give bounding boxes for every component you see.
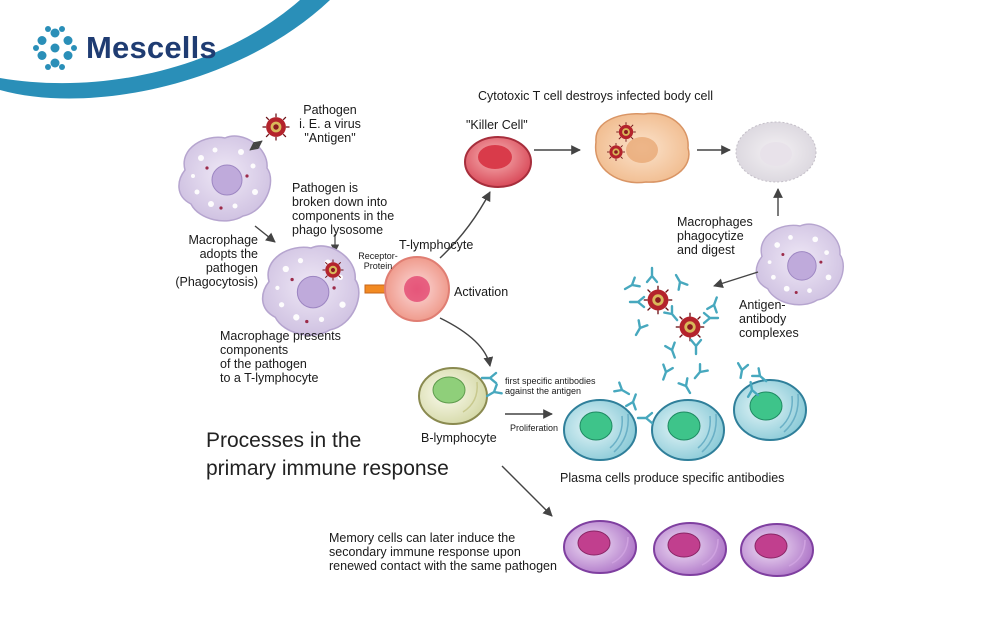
memory-cell-3 bbox=[740, 523, 814, 577]
label-receptor-protein: Receptor- Protein bbox=[358, 251, 398, 271]
diagram-title: Processes in the primary immune response bbox=[206, 429, 449, 480]
label-macrophage-adopts: Macrophage adopts the pathogen (Phagocyt… bbox=[175, 233, 258, 289]
label-macrophages-phagocytize: Macrophages phagocytize and digest bbox=[677, 215, 753, 257]
infected-body-cell bbox=[594, 112, 690, 184]
destroyed-cell bbox=[735, 121, 817, 183]
plasma-cell-1 bbox=[563, 399, 637, 461]
presenting-macrophage bbox=[261, 245, 360, 336]
killer-cell bbox=[464, 136, 532, 188]
label-antigen-antibody: Antigen- antibody complexes bbox=[739, 298, 799, 340]
header-swoosh bbox=[0, 0, 330, 99]
label-plasma-cells: Plasma cells produce specific antibodies bbox=[560, 471, 785, 485]
memory-cell-1 bbox=[563, 520, 637, 574]
label-pathogen: Pathogen i. E. a virus "Antigen" bbox=[299, 103, 361, 145]
label-macrophage-presents: Macrophage presents components of the pa… bbox=[220, 329, 341, 385]
macrophage-cell bbox=[178, 135, 272, 222]
label-memory-cells: Memory cells can later induce the second… bbox=[329, 531, 557, 573]
label-t-lymphocyte: T-lymphocyte bbox=[399, 238, 474, 252]
brand-name[interactable]: Mescells bbox=[86, 30, 217, 65]
molecule-ring-icon bbox=[33, 26, 77, 70]
label-cytotoxic: Cytotoxic T cell destroys infected body … bbox=[478, 89, 714, 103]
label-b-lymphocyte: B-lymphocyte bbox=[421, 431, 497, 445]
b-lymphocyte-cell bbox=[418, 367, 488, 425]
label-pathogen-broken: Pathogen is broken down into components … bbox=[292, 181, 395, 237]
phagolysosome-virus bbox=[322, 259, 344, 281]
label-proliferation: Proliferation bbox=[510, 423, 559, 433]
antigen-antibody-complexes bbox=[621, 266, 723, 361]
receptor-protein bbox=[364, 284, 386, 294]
digesting-macrophage bbox=[755, 223, 844, 306]
label-first-antibodies: first specific antibodies against the an… bbox=[505, 376, 596, 396]
memory-cell-2 bbox=[653, 522, 727, 576]
plasma-cell-2 bbox=[651, 399, 725, 461]
label-activation: Activation bbox=[454, 285, 509, 299]
plasma-cell-3 bbox=[733, 379, 807, 441]
label-killer-cell: "Killer Cell" bbox=[466, 118, 528, 132]
